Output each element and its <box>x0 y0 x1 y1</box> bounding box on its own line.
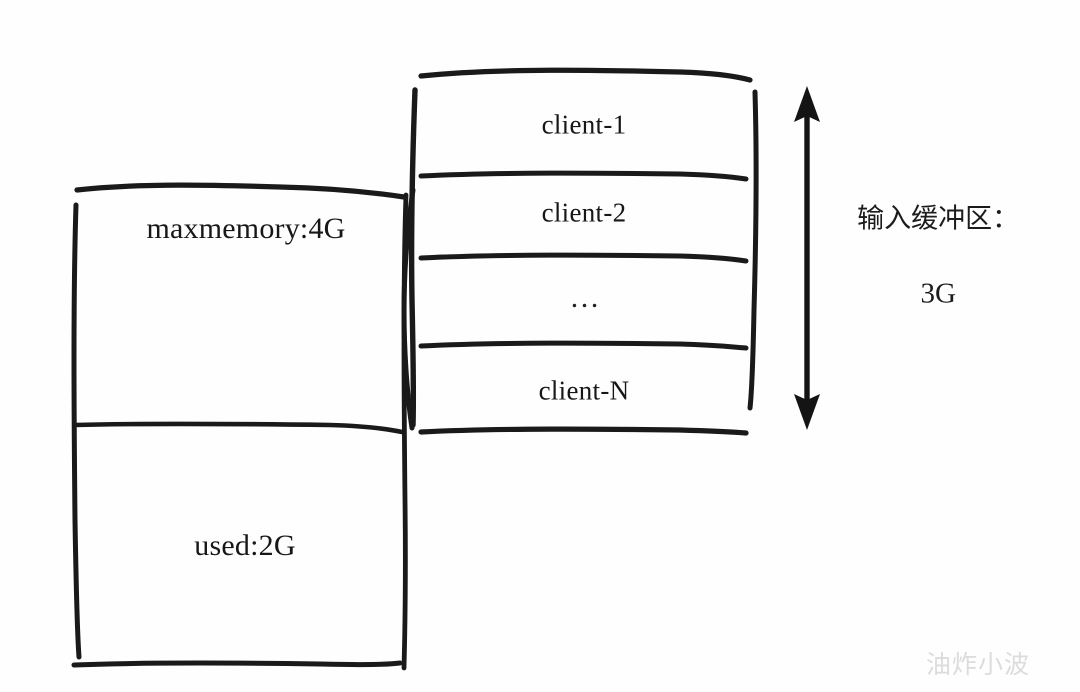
watermark: 油炸小波 <box>926 650 1031 679</box>
memory-box-outline <box>71 182 407 668</box>
client-row-client-n-label: client-N <box>538 375 630 406</box>
arrow-head-down <box>794 394 820 430</box>
input-buffer-amount: 3G <box>920 277 956 310</box>
input-buffer-arrow <box>794 86 820 430</box>
memory-box-bottom-edge <box>71 660 403 668</box>
memory-box-divider <box>72 421 405 435</box>
client-row-ellipsis-label: … <box>569 280 603 314</box>
shared-middle-divider <box>401 87 418 671</box>
memory-section-maxmemory-label: maxmemory:4G <box>146 211 346 245</box>
client-box-divider-1 <box>418 170 749 182</box>
client-row-client-1-label: client-1 <box>541 109 627 140</box>
input-buffer-annotation: 输入缓冲区： 3G <box>823 166 1019 351</box>
memory-section-used-label: used:2G <box>194 528 296 562</box>
memory-box-top-edge <box>74 182 407 200</box>
client-box-right-edge <box>747 89 759 411</box>
client-box-divider-2 <box>418 252 749 264</box>
client-row-client-2-label: client-2 <box>541 197 627 228</box>
client-box-bottom-edge <box>418 426 749 436</box>
client-box-top-edge <box>418 67 753 83</box>
middle-divider-upper-stroke <box>408 87 418 428</box>
arrow-head-up <box>794 86 820 122</box>
memory-box-left-edge <box>71 202 82 660</box>
client-box-divider-3 <box>418 340 749 351</box>
input-buffer-text: 输入缓冲区： <box>857 203 1020 235</box>
middle-divider-lower-stroke <box>401 192 409 671</box>
client-box-outline <box>418 67 759 436</box>
